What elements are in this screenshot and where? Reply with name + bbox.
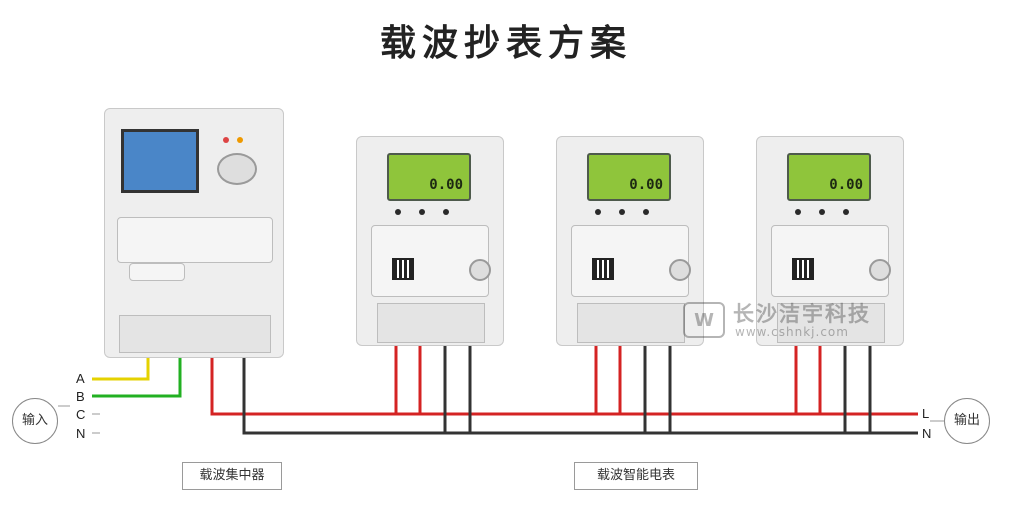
meter-3-terminal — [777, 303, 885, 343]
meter-1-lcd: 0.00 — [387, 153, 471, 201]
meter-1-nameplate — [371, 225, 489, 297]
indicator-dot — [237, 137, 243, 143]
page-title: 载波抄表方案 — [379, 23, 632, 64]
neutral-main-wire — [242, 355, 918, 435]
meter-3-lcd: 0.00 — [787, 153, 871, 201]
meter-3: 0.00 — [756, 136, 904, 346]
qr-code-icon — [392, 258, 414, 280]
meter-3-nameplate — [771, 225, 889, 297]
meter-button — [643, 209, 649, 215]
output-n-label: N — [922, 426, 932, 441]
live-main-wire — [210, 355, 918, 416]
phase-b-wire — [92, 345, 182, 398]
meter-1-reading: 0.00 — [429, 177, 463, 193]
concentrator-caption: 载波集中器 — [182, 462, 282, 490]
indicator-dot — [223, 137, 229, 143]
meter-button — [619, 209, 625, 215]
meter-2-lcd: 0.00 — [587, 153, 671, 201]
output-circle: 输出 — [944, 398, 990, 444]
meter-3-seal — [869, 259, 891, 281]
meter-2-terminal — [577, 303, 685, 343]
meter-2-reading: 0.00 — [629, 177, 663, 193]
meter-2: 0.00 — [556, 136, 704, 346]
concentrator-nameplate — [117, 217, 273, 263]
meter-1-terminal — [377, 303, 485, 343]
phase-n-label: N — [76, 426, 86, 441]
phase-a-label: A — [76, 371, 85, 386]
meter-button — [843, 209, 849, 215]
meter-1-seal — [469, 259, 491, 281]
qr-code-icon — [792, 258, 814, 280]
input-circle: 输入 — [12, 398, 58, 444]
meter-3-reading: 0.00 — [829, 177, 863, 193]
meter-2-seal — [669, 259, 691, 281]
meter-button — [395, 209, 401, 215]
qr-code-icon — [592, 258, 614, 280]
phase-b-label: B — [76, 389, 85, 404]
phase-c-label: C — [76, 407, 86, 422]
output-l-label: L — [922, 406, 930, 421]
meter-button — [795, 209, 801, 215]
concentrator-dial — [217, 153, 257, 185]
meter-button — [595, 209, 601, 215]
meter-button — [419, 209, 425, 215]
meter-2-nameplate — [571, 225, 689, 297]
meter-caption: 载波智能电表 — [574, 462, 698, 490]
meter-button — [819, 209, 825, 215]
concentrator-device — [104, 108, 284, 358]
meter-button — [443, 209, 449, 215]
concentrator-label-strip — [129, 263, 185, 281]
concentrator-screen — [121, 129, 199, 193]
meter-1: 0.00 — [356, 136, 504, 346]
concentrator-terminal — [119, 315, 271, 353]
